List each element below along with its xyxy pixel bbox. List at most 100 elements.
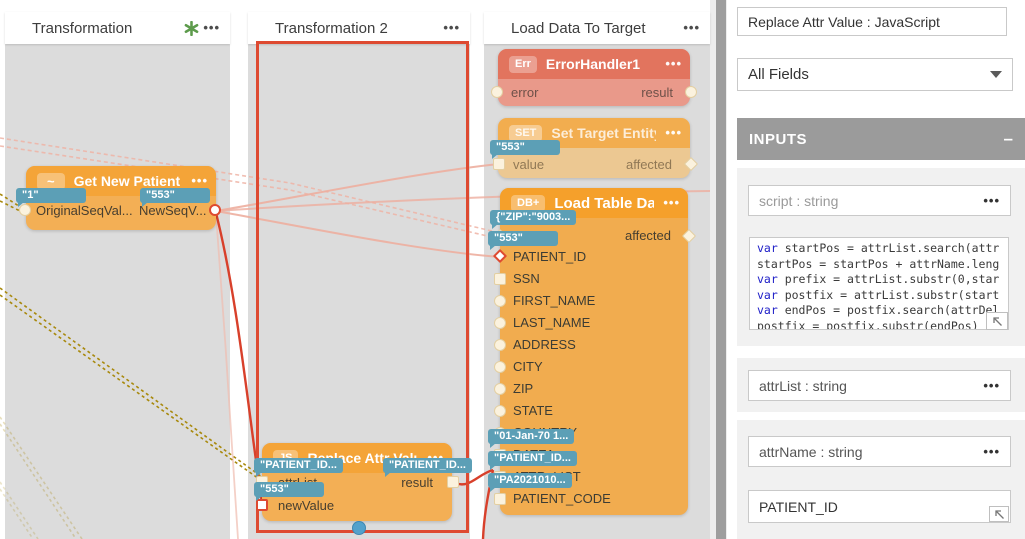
node-name-input[interactable]: Replace Attr Value : JavaScript xyxy=(737,7,1007,36)
node-menu-icon[interactable]: ••• xyxy=(665,125,682,140)
field-label: STATE xyxy=(513,403,553,418)
set-badge: SET xyxy=(509,124,543,142)
field-row: STATE xyxy=(494,400,688,422)
field-row: FIRST_NAME xyxy=(494,290,688,312)
port-label: OriginalSeqVal... xyxy=(36,203,133,218)
lane-header[interactable]: Transformation 2 ••• xyxy=(248,12,470,44)
node-title: ErrorHandler1 xyxy=(545,56,641,72)
port-first_name[interactable] xyxy=(494,295,506,307)
lane-title: Transformation 2 xyxy=(275,19,388,37)
lane-title: Transformation xyxy=(32,19,133,37)
port-label: result xyxy=(401,475,433,490)
node-menu-icon[interactable]: ••• xyxy=(191,173,208,188)
field-menu-icon[interactable]: ••• xyxy=(983,192,1000,208)
port-error[interactable] xyxy=(491,86,503,98)
modified-asterisk-icon xyxy=(184,20,199,36)
attrname-field-label: attrName : string xyxy=(759,443,863,460)
lane-menu-icon[interactable]: ••• xyxy=(203,20,220,35)
value-tag: "553" xyxy=(254,482,324,501)
inputs-header-label: INPUTS xyxy=(749,130,808,148)
scrollbar-thumb[interactable] xyxy=(716,0,726,539)
attrlist-field-header[interactable]: attrList : string ••• xyxy=(748,370,1011,401)
field-label: FIRST_NAME xyxy=(513,293,596,308)
collapse-icon[interactable]: – xyxy=(1003,129,1013,148)
lane-header[interactable]: Load Data To Target ••• xyxy=(484,12,710,44)
value-tag: "553" xyxy=(140,188,210,207)
field-row: ADDRESS xyxy=(494,334,688,356)
fields-filter-dropdown[interactable]: All Fields xyxy=(737,58,1013,91)
node-load-table-data[interactable]: DB+ Load Table Data ••• {"ZIP":"9003... … xyxy=(488,188,697,515)
field-row: LAST_NAME xyxy=(494,312,688,334)
value-tag: "553" xyxy=(490,140,560,159)
vertical-scrollbar[interactable] xyxy=(710,0,727,539)
expand-editor-icon[interactable] xyxy=(986,312,1008,330)
flow-canvas[interactable]: Transformation ••• Transformation 2 ••• xyxy=(0,0,710,539)
error-badge: Err xyxy=(509,55,537,73)
node-title: Get New Patient ID xyxy=(73,173,183,189)
node-name-value: Replace Attr Value : JavaScript xyxy=(748,13,940,30)
node-title: Set Target Entity ID xyxy=(551,125,656,141)
port-value[interactable] xyxy=(493,158,505,170)
port-label: NewSeqV... xyxy=(139,203,207,218)
node-menu-icon[interactable]: ••• xyxy=(663,195,680,210)
script-field-label: script : string xyxy=(759,192,839,209)
code-line: startPos = startPos + attrName.leng xyxy=(757,256,1000,271)
node-set-target-entity-id[interactable]: SET Set Target Entity ID ••• "553" value… xyxy=(490,118,699,178)
script-field-header[interactable]: script : string ••• xyxy=(748,185,1011,216)
port-label: affected xyxy=(624,228,671,243)
field-label: PATIENT_ID xyxy=(513,249,587,264)
port-newseqval-connected[interactable] xyxy=(209,204,221,216)
field-row: "553"PATIENT_ID xyxy=(488,231,688,268)
value-tag: {"ZIP":"9003... xyxy=(490,210,577,229)
value-tag: "1" xyxy=(16,188,86,207)
field-row: SSN xyxy=(494,268,688,290)
value-tag: "PATIENT_ID... xyxy=(383,458,472,477)
value-tag: "PA2021010... xyxy=(488,473,572,492)
value-tag: "553" xyxy=(488,231,558,250)
lane-header[interactable]: Transformation ••• xyxy=(5,12,230,44)
node-replace-attr-value[interactable]: JS Replace Attr Value ••• "PATIENT_ID...… xyxy=(254,443,472,521)
script-section: script : string ••• var startPos = attrL… xyxy=(737,168,1025,346)
node-title: Load Table Data xyxy=(554,194,655,212)
port-address[interactable] xyxy=(494,339,506,351)
expand-input-icon[interactable] xyxy=(989,506,1009,522)
port-state[interactable] xyxy=(494,405,506,417)
port-zip[interactable] xyxy=(494,383,506,395)
chevron-down-icon xyxy=(990,71,1002,78)
port-patient_code[interactable] xyxy=(494,493,506,505)
node-errorhandler1[interactable]: Err ErrorHandler1 ••• error result xyxy=(491,49,697,106)
value-tag: "PATIENT_ID... xyxy=(254,458,343,477)
port-result[interactable] xyxy=(685,86,697,98)
field-row: "PA2021010...PATIENT_CODE xyxy=(488,473,688,510)
lane-menu-icon[interactable]: ••• xyxy=(683,20,700,35)
node-menu-icon[interactable]: ••• xyxy=(665,56,682,71)
attrname-value-input[interactable]: PATIENT_ID xyxy=(748,490,1011,523)
field-menu-icon[interactable]: ••• xyxy=(983,443,1000,459)
field-label: LAST_NAME xyxy=(513,315,591,330)
code-line: var prefix = attrList.substr(0,star xyxy=(757,272,1000,286)
code-line: var postfix = attrList.substr(start xyxy=(757,287,1000,302)
attrname-field-header[interactable]: attrName : string ••• xyxy=(748,436,1011,467)
lane-title: Load Data To Target xyxy=(511,19,646,37)
port-city[interactable] xyxy=(494,361,506,373)
inputs-section-header[interactable]: INPUTS – xyxy=(737,118,1025,160)
field-menu-icon[interactable]: ••• xyxy=(983,377,1000,393)
port-last_name[interactable] xyxy=(494,317,506,329)
lane-body[interactable] xyxy=(5,44,230,539)
db-badge: DB+ xyxy=(511,194,546,212)
attrname-value: PATIENT_ID xyxy=(759,498,838,515)
port-label: value xyxy=(513,157,545,172)
field-label: ADDRESS xyxy=(513,337,576,352)
node-get-new-patient-id[interactable]: ~ Get New Patient ID ••• "1" "553" Origi… xyxy=(16,166,221,230)
field-label: CITY xyxy=(513,359,543,374)
port-label: error xyxy=(511,85,539,100)
code-line: postfix = postfix.substr(endPos) xyxy=(757,318,979,330)
field-label: SSN xyxy=(513,271,540,286)
port-result-connected[interactable] xyxy=(447,476,459,488)
code-line: var startPos = attrList.search(attr xyxy=(757,241,1000,255)
lane-menu-icon[interactable]: ••• xyxy=(443,20,460,35)
port-ssn[interactable] xyxy=(494,273,506,285)
selection-resize-handle[interactable] xyxy=(352,521,366,535)
